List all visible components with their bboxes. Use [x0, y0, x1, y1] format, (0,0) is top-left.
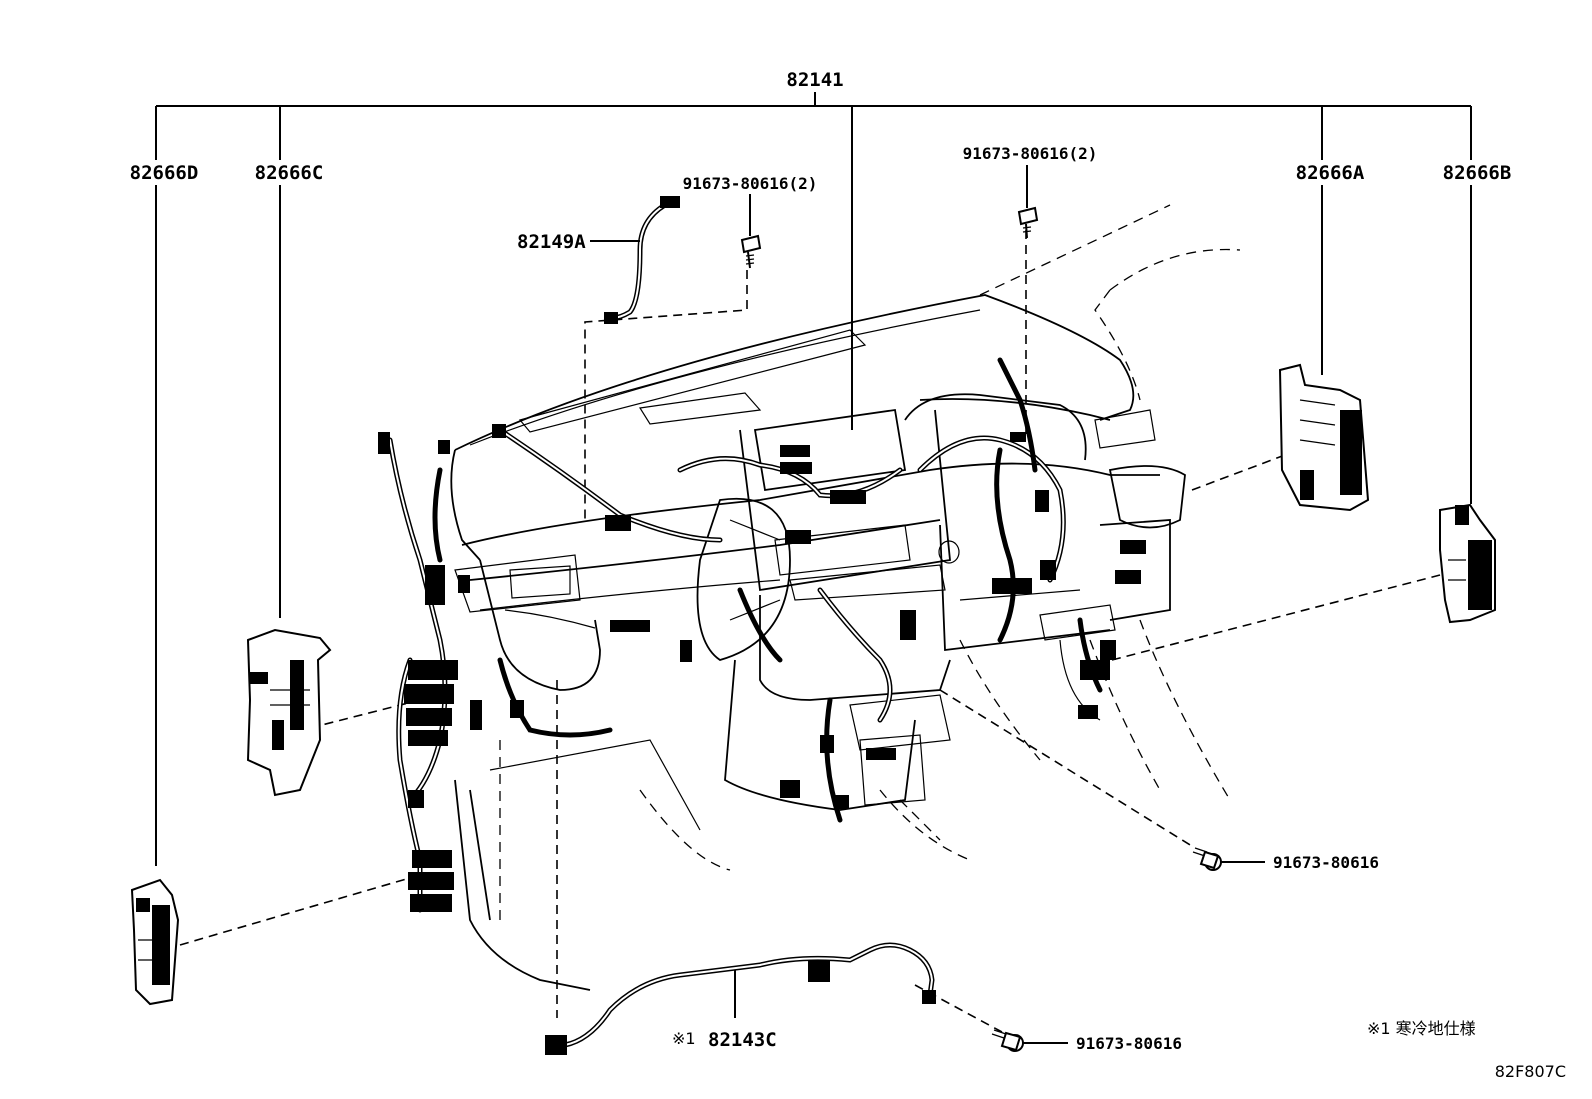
label-bracket-d: 82666D [130, 162, 199, 184]
bracket-82666c [246, 628, 332, 797]
label-bolt-top-left: 91673-80616(2) [683, 174, 818, 193]
sub-harness-82143c [545, 942, 936, 1055]
label-main-harness: 82141 [786, 69, 843, 91]
drawing-code: 82F807C [1495, 1062, 1566, 1081]
bolt-icon-top-left [740, 194, 762, 269]
bolt-icon-bottom [991, 1029, 1068, 1052]
main-wire-harness [387, 357, 1103, 913]
instrument-panel-drawing [450, 204, 1241, 991]
bracket-82666d [130, 878, 180, 1006]
footnote: ※1 寒冷地仕様 [1367, 1019, 1476, 1038]
label-bracket-a: 82666A [1296, 162, 1365, 184]
label-bolt-top-right: 91673-80616(2) [963, 144, 1098, 163]
bracket-82666b [1439, 503, 1496, 624]
bolt-icon-right [1192, 847, 1265, 871]
label-bolt-right: 91673-80616 [1273, 853, 1379, 872]
label-sub-harness-c: 82143C [708, 1029, 777, 1051]
dashed-mounting-lines [179, 230, 1441, 1033]
bolt-icon-top-right [1017, 165, 1039, 239]
main-harness-leader-lines [155, 92, 1472, 866]
harness-connectors [378, 424, 1146, 912]
label-sub-harness-c-prefix: ※1 [672, 1029, 696, 1048]
label-bracket-c: 82666C [255, 162, 324, 184]
sub-harness-82149a [590, 196, 680, 324]
label-bolt-bottom: 91673-80616 [1076, 1034, 1182, 1053]
bracket-82666a [1278, 363, 1370, 512]
label-sub-harness-a: 82149A [517, 231, 586, 253]
label-bracket-b: 82666B [1443, 162, 1512, 184]
